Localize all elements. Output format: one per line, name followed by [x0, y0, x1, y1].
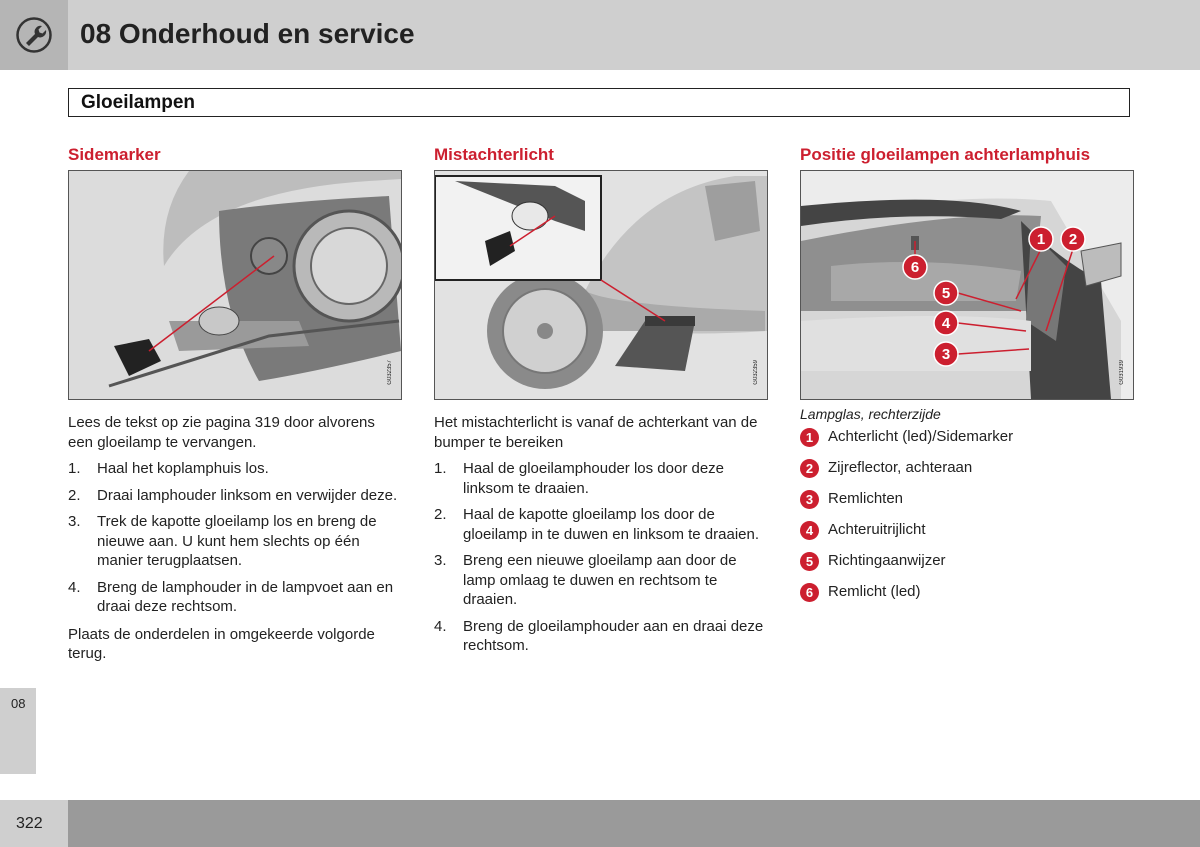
step-text: Trek de kapotte gloeilamp los en breng d… — [97, 513, 377, 569]
legend-text: Richtingaanwijzer — [828, 552, 946, 569]
step-number: 4. — [68, 578, 81, 596]
number-badge: 6 — [800, 583, 819, 602]
chapter-icon-box — [0, 0, 68, 70]
legend-text: Achteruitrijlicht — [828, 521, 926, 538]
section-title: Gloeilampen — [81, 92, 196, 113]
step-number: 4. — [434, 617, 447, 635]
step-text: Breng een nieuwe gloeilamp aan door de l… — [463, 552, 737, 608]
step-text: Haal de gloeilamphouder los door deze li… — [463, 460, 725, 497]
figure-caption: Lampglas, rechterzijde — [800, 406, 941, 422]
number-badge: 3 — [800, 490, 819, 509]
callout-3: 3 — [942, 346, 950, 363]
footer-bar: 322 — [0, 800, 1200, 847]
step-text: Breng de gloeilamphouder aan en draai de… — [463, 617, 764, 655]
list-item: 4. Breng de gloeilamphouder aan en draai … — [434, 617, 768, 656]
step-number: 3. — [434, 552, 447, 569]
callout-5: 5 — [942, 285, 950, 302]
callout-1: 1 — [1037, 231, 1045, 248]
figure-code: G032359 — [753, 360, 759, 385]
mistachterlicht-heading: Mistachterlicht — [434, 145, 554, 164]
sidemarker-intro: Lees de tekst op zie pagina 319 door alv… — [68, 414, 375, 451]
figure-code: G031939 — [1119, 360, 1125, 385]
legend-item: 4 Achteruitrijlicht — [800, 520, 1134, 540]
step-text: Breng de lamphouder in de lampvoet aan e… — [97, 578, 394, 616]
list-item: 3. Breng een nieuwe gloeilamp aan door de… — [434, 551, 768, 610]
number-badge: 1 — [800, 428, 819, 447]
positie-heading: Positie gloeilampen achterlamphuis — [800, 145, 1091, 164]
positie-column: Positie gloeilampen achterlamphuis 1 2 — [800, 145, 1134, 602]
mistachterlicht-column: Mistachterlicht G032359 Het mistachterli… — [434, 145, 768, 656]
step-number: 1. — [68, 460, 81, 477]
chapter-side-tab: 08 — [0, 688, 36, 774]
page-number: 322 — [16, 815, 43, 832]
positie-illustration: 1 2 6 5 4 3 G031939 — [800, 170, 1134, 400]
callout-4: 4 — [942, 315, 951, 332]
sidemarker-outro: Plaats de onderdelen in omgekeerde volgo… — [68, 625, 375, 663]
page-number-box: 322 — [0, 800, 68, 847]
legend-item: 2 Zijreflector, achteraan — [800, 458, 1134, 478]
list-item: 4. Breng de lamphouder in de lampvoet aan… — [68, 578, 402, 617]
legend-text: Achterlicht (led)/Sidemarker — [828, 428, 1014, 445]
legend-item: 3 Remlichten — [800, 489, 1134, 509]
sidemarker-column: Sidemarker G032357 Lees de tekst op zie … — [68, 145, 402, 664]
sidemarker-illustration: G032357 — [68, 170, 402, 400]
figure-code: G032357 — [387, 360, 393, 385]
wrench-icon — [16, 17, 52, 53]
step-text: Haal de kapotte gloeilamp los door de gl… — [463, 506, 760, 543]
mistachterlicht-intro: Het mistachterlicht is vanaf de achterka… — [434, 414, 758, 451]
list-item: 1. Haal het koplamphuis los. — [68, 459, 402, 479]
callout-2: 2 — [1069, 231, 1077, 248]
side-tab-label: 08 — [11, 696, 26, 711]
step-text: Haal het koplamphuis los. — [97, 460, 269, 477]
header-bar: 08 Onderhoud en service — [0, 0, 1200, 70]
legend-item: 5 Richtingaanwijzer — [800, 551, 1134, 571]
step-number: 2. — [434, 506, 447, 523]
list-item: 2. Draai lamphouder linksom en verwijder … — [68, 486, 402, 506]
sidemarker-heading: Sidemarker — [68, 145, 161, 164]
lamp-legend: 1 Achterlicht (led)/Sidemarker 2 Zijreflec… — [800, 427, 1134, 602]
callout-6: 6 — [911, 259, 919, 276]
number-badge: 2 — [800, 459, 819, 478]
mistachterlicht-illustration: G032359 — [434, 170, 768, 400]
number-badge: 5 — [800, 552, 819, 571]
mistachterlicht-steps: 1. Haal de gloeilamphouder los door deze … — [434, 459, 768, 656]
number-badge: 4 — [800, 521, 819, 540]
list-item: 3. Trek de kapotte gloeilamp los en breng… — [68, 512, 402, 571]
legend-item: 6 Remlicht (led) — [800, 582, 1134, 602]
chapter-title: 08 Onderhoud en service — [80, 18, 415, 49]
list-item: 2. Haal de kapotte gloeilamp los door de … — [434, 505, 768, 544]
step-number: 3. — [68, 513, 81, 530]
step-number: 2. — [68, 486, 81, 504]
legend-text: Remlicht (led) — [828, 583, 921, 600]
legend-item: 1 Achterlicht (led)/Sidemarker — [800, 427, 1134, 447]
sidemarker-steps: 1. Haal het koplamphuis los. 2. Draai lamp… — [68, 459, 402, 617]
step-text: Draai lamphouder linksom en verwijder de… — [97, 486, 398, 504]
step-number: 1. — [434, 460, 447, 477]
section-header: Gloeilampen — [68, 88, 1130, 117]
legend-text: Remlichten — [828, 490, 904, 507]
legend-text: Zijreflector, achteraan — [828, 459, 973, 476]
list-item: 1. Haal de gloeilamphouder los door deze … — [434, 459, 768, 498]
